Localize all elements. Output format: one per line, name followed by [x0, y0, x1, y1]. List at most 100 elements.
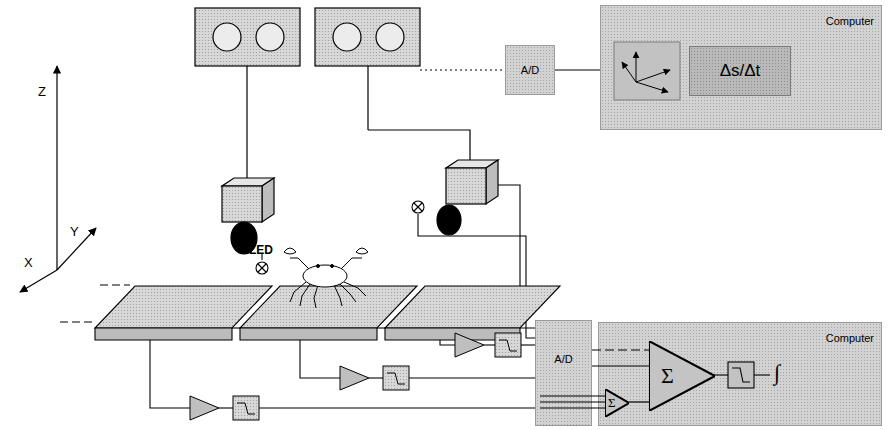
- video-monitor: [315, 8, 420, 66]
- signal-wire: [150, 340, 190, 408]
- video-monitor: [256, 23, 284, 51]
- axis-label: X: [24, 255, 33, 270]
- crab-figure: [331, 265, 334, 268]
- video-camera: [262, 178, 274, 222]
- integrator-symbol: ∫: [774, 360, 780, 386]
- axis-label: Z: [38, 84, 46, 99]
- summing-amplifier: Σ: [605, 389, 629, 417]
- led-lamp: [412, 201, 424, 213]
- signal-wire: [259, 407, 535, 408]
- crab-figure: [334, 285, 342, 306]
- video-camera: [222, 160, 498, 254]
- force-platform: [95, 328, 232, 340]
- filter-symbol: [495, 333, 521, 357]
- crab-figure: [303, 265, 347, 287]
- crab-figure: [340, 284, 356, 302]
- video-link: [246, 66, 247, 178]
- signal-wire: [219, 407, 233, 408]
- crab-figure: [314, 285, 318, 308]
- force-platform: [232, 327, 240, 328]
- node-text: Σ: [661, 363, 674, 389]
- filter-symbol: [387, 373, 405, 384]
- node-text: Δs/Δt: [720, 61, 761, 81]
- signal-wire: [440, 340, 455, 345]
- filter-symbol: [499, 340, 517, 351]
- signal-wire: [262, 185, 535, 338]
- signal-wire: [369, 377, 383, 378]
- filter-symbol: [237, 403, 255, 414]
- video-camera: [222, 178, 274, 186]
- force-platform: [95, 286, 272, 328]
- video-camera: [222, 186, 262, 222]
- node-text: A/D: [521, 64, 539, 76]
- signal-wire: [300, 340, 340, 378]
- crab-figure: [356, 248, 368, 254]
- summing-amplifier: Σ: [649, 341, 715, 411]
- triangle-outline: [605, 389, 629, 417]
- video-link: [367, 66, 368, 130]
- force-platform: [240, 328, 377, 340]
- crab-figure: [344, 282, 366, 296]
- crab-figure: [300, 284, 310, 306]
- video-camera: [486, 160, 498, 204]
- node-text: Computer: [826, 332, 874, 344]
- filter-symbol: [233, 396, 259, 420]
- led-lamp: [256, 201, 424, 274]
- signal-wire: [521, 344, 535, 345]
- video-monitor: [376, 23, 404, 51]
- video-link: [420, 69, 505, 70]
- axis-arrow: [56, 66, 57, 270]
- led-lamp: [414, 203, 422, 211]
- led-lamp: [258, 264, 266, 272]
- force-platform: [385, 286, 560, 328]
- converter-box: A/D: [505, 45, 555, 95]
- amplifier-symbol: [340, 366, 369, 390]
- force-platform: [385, 328, 520, 340]
- force-platform: [377, 327, 385, 328]
- node-text: A/D: [554, 353, 572, 425]
- signal-connector: [555, 69, 600, 70]
- process-box: Δs/Δt: [689, 46, 791, 96]
- amplifier-symbol: [455, 333, 484, 357]
- amplifier-symbol: [190, 333, 484, 420]
- triangle-outline: [649, 341, 715, 411]
- crab-figure: [284, 248, 368, 308]
- video-camera: [437, 205, 461, 235]
- signal-wire: [484, 344, 495, 345]
- signal-wire: [498, 185, 535, 328]
- crab-figure: [290, 282, 306, 302]
- node-text: Computer: [826, 15, 874, 27]
- force-platform: [60, 321, 92, 322]
- crab-figure: [290, 258, 310, 270]
- axis-arrow: [20, 270, 57, 292]
- signal-wire: [409, 377, 535, 378]
- computer-box: ComputerΣ Σ: [598, 322, 882, 426]
- led-lamp: [256, 262, 268, 274]
- led-lamp: [414, 203, 422, 211]
- filter-symbol: [233, 333, 521, 420]
- filter-symbol: [383, 366, 409, 390]
- video-link: [247, 66, 505, 178]
- video-camera: [446, 168, 486, 204]
- crab-figure: [340, 258, 362, 270]
- signal-wire: [418, 214, 535, 338]
- axis-arrow: [20, 66, 96, 292]
- video-camera: [446, 160, 498, 168]
- force-platform: [60, 285, 560, 340]
- computer-box: ComputerΔs/Δt: [600, 5, 882, 130]
- video-monitor: [195, 8, 300, 66]
- triangle-outline: [649, 341, 715, 411]
- video-monitor: [213, 23, 241, 51]
- video-monitor: [333, 23, 361, 51]
- axis-label: Y: [70, 224, 79, 239]
- video-monitor: [195, 8, 420, 66]
- video-link: [368, 130, 470, 160]
- amplifier-symbol: [190, 396, 219, 420]
- crab-figure: [284, 248, 296, 254]
- force-platform: [100, 284, 130, 285]
- crab-figure: [317, 265, 320, 268]
- led-lamp: [258, 264, 266, 272]
- component-label: LED: [249, 243, 273, 257]
- node-text: Σ: [608, 395, 616, 411]
